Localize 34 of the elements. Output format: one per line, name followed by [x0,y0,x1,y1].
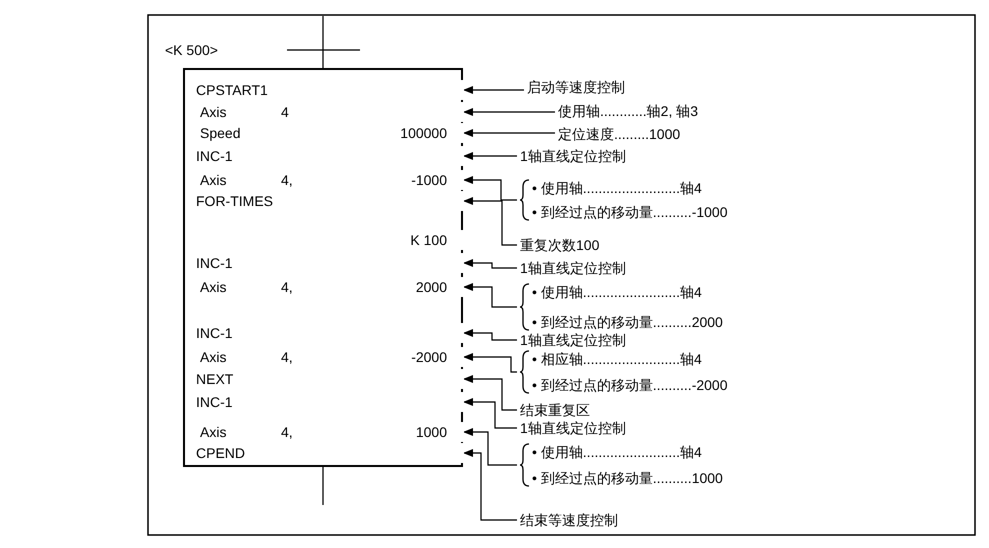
annotation-text: 1轴直线定位控制 [520,420,626,436]
leader-arrow [463,197,517,246]
annotation-text: 重复次数100 [520,237,600,253]
leader-arrow [463,353,517,373]
leader-arrow [463,108,555,116]
leader-arrow [463,375,517,411]
annotation-text: • 到经过点的移动量..........1000 [532,470,723,486]
annotation-text: • 到经过点的移动量..........-1000 [532,204,728,220]
leader-arrow [463,283,517,308]
annotation-text: • 使用轴.........................轴4 [532,284,702,300]
annotation-text: 结束重复区 [520,402,590,418]
annotation-text: • 到经过点的移动量..........-2000 [532,377,728,393]
annotation-text: • 使用轴.........................轴4 [532,180,702,196]
annotation-text: 使用轴............轴2, 轴3 [558,103,698,119]
leader-arrow [463,428,517,466]
annotation-text: • 相应轴.........................轴4 [532,351,702,367]
leader-arrow [463,176,517,201]
annotation-text: • 使用轴.........................轴4 [532,444,702,460]
annotation-text: 启动等速度控制 [527,79,625,95]
leader-arrow [463,259,517,269]
leader-arrow [463,129,555,137]
annotation-text: • 到经过点的移动量..........2000 [532,314,723,330]
function-block [183,68,463,467]
leader-arrow [463,152,517,160]
leader-arrow [463,86,524,94]
annotation-text: 定位速度.........1000 [558,126,680,142]
leader-arrow [463,329,517,341]
annotation-text: 1轴直线定位控制 [520,148,626,164]
annotation-text: 1轴直线定位控制 [520,260,626,276]
annotation-text: 结束等速度控制 [520,512,618,528]
leader-arrow [463,398,517,429]
preset-value-label: <K 500> [165,42,218,58]
annotation-text: 1轴直线定位控制 [520,332,626,348]
leader-arrow [463,449,517,521]
